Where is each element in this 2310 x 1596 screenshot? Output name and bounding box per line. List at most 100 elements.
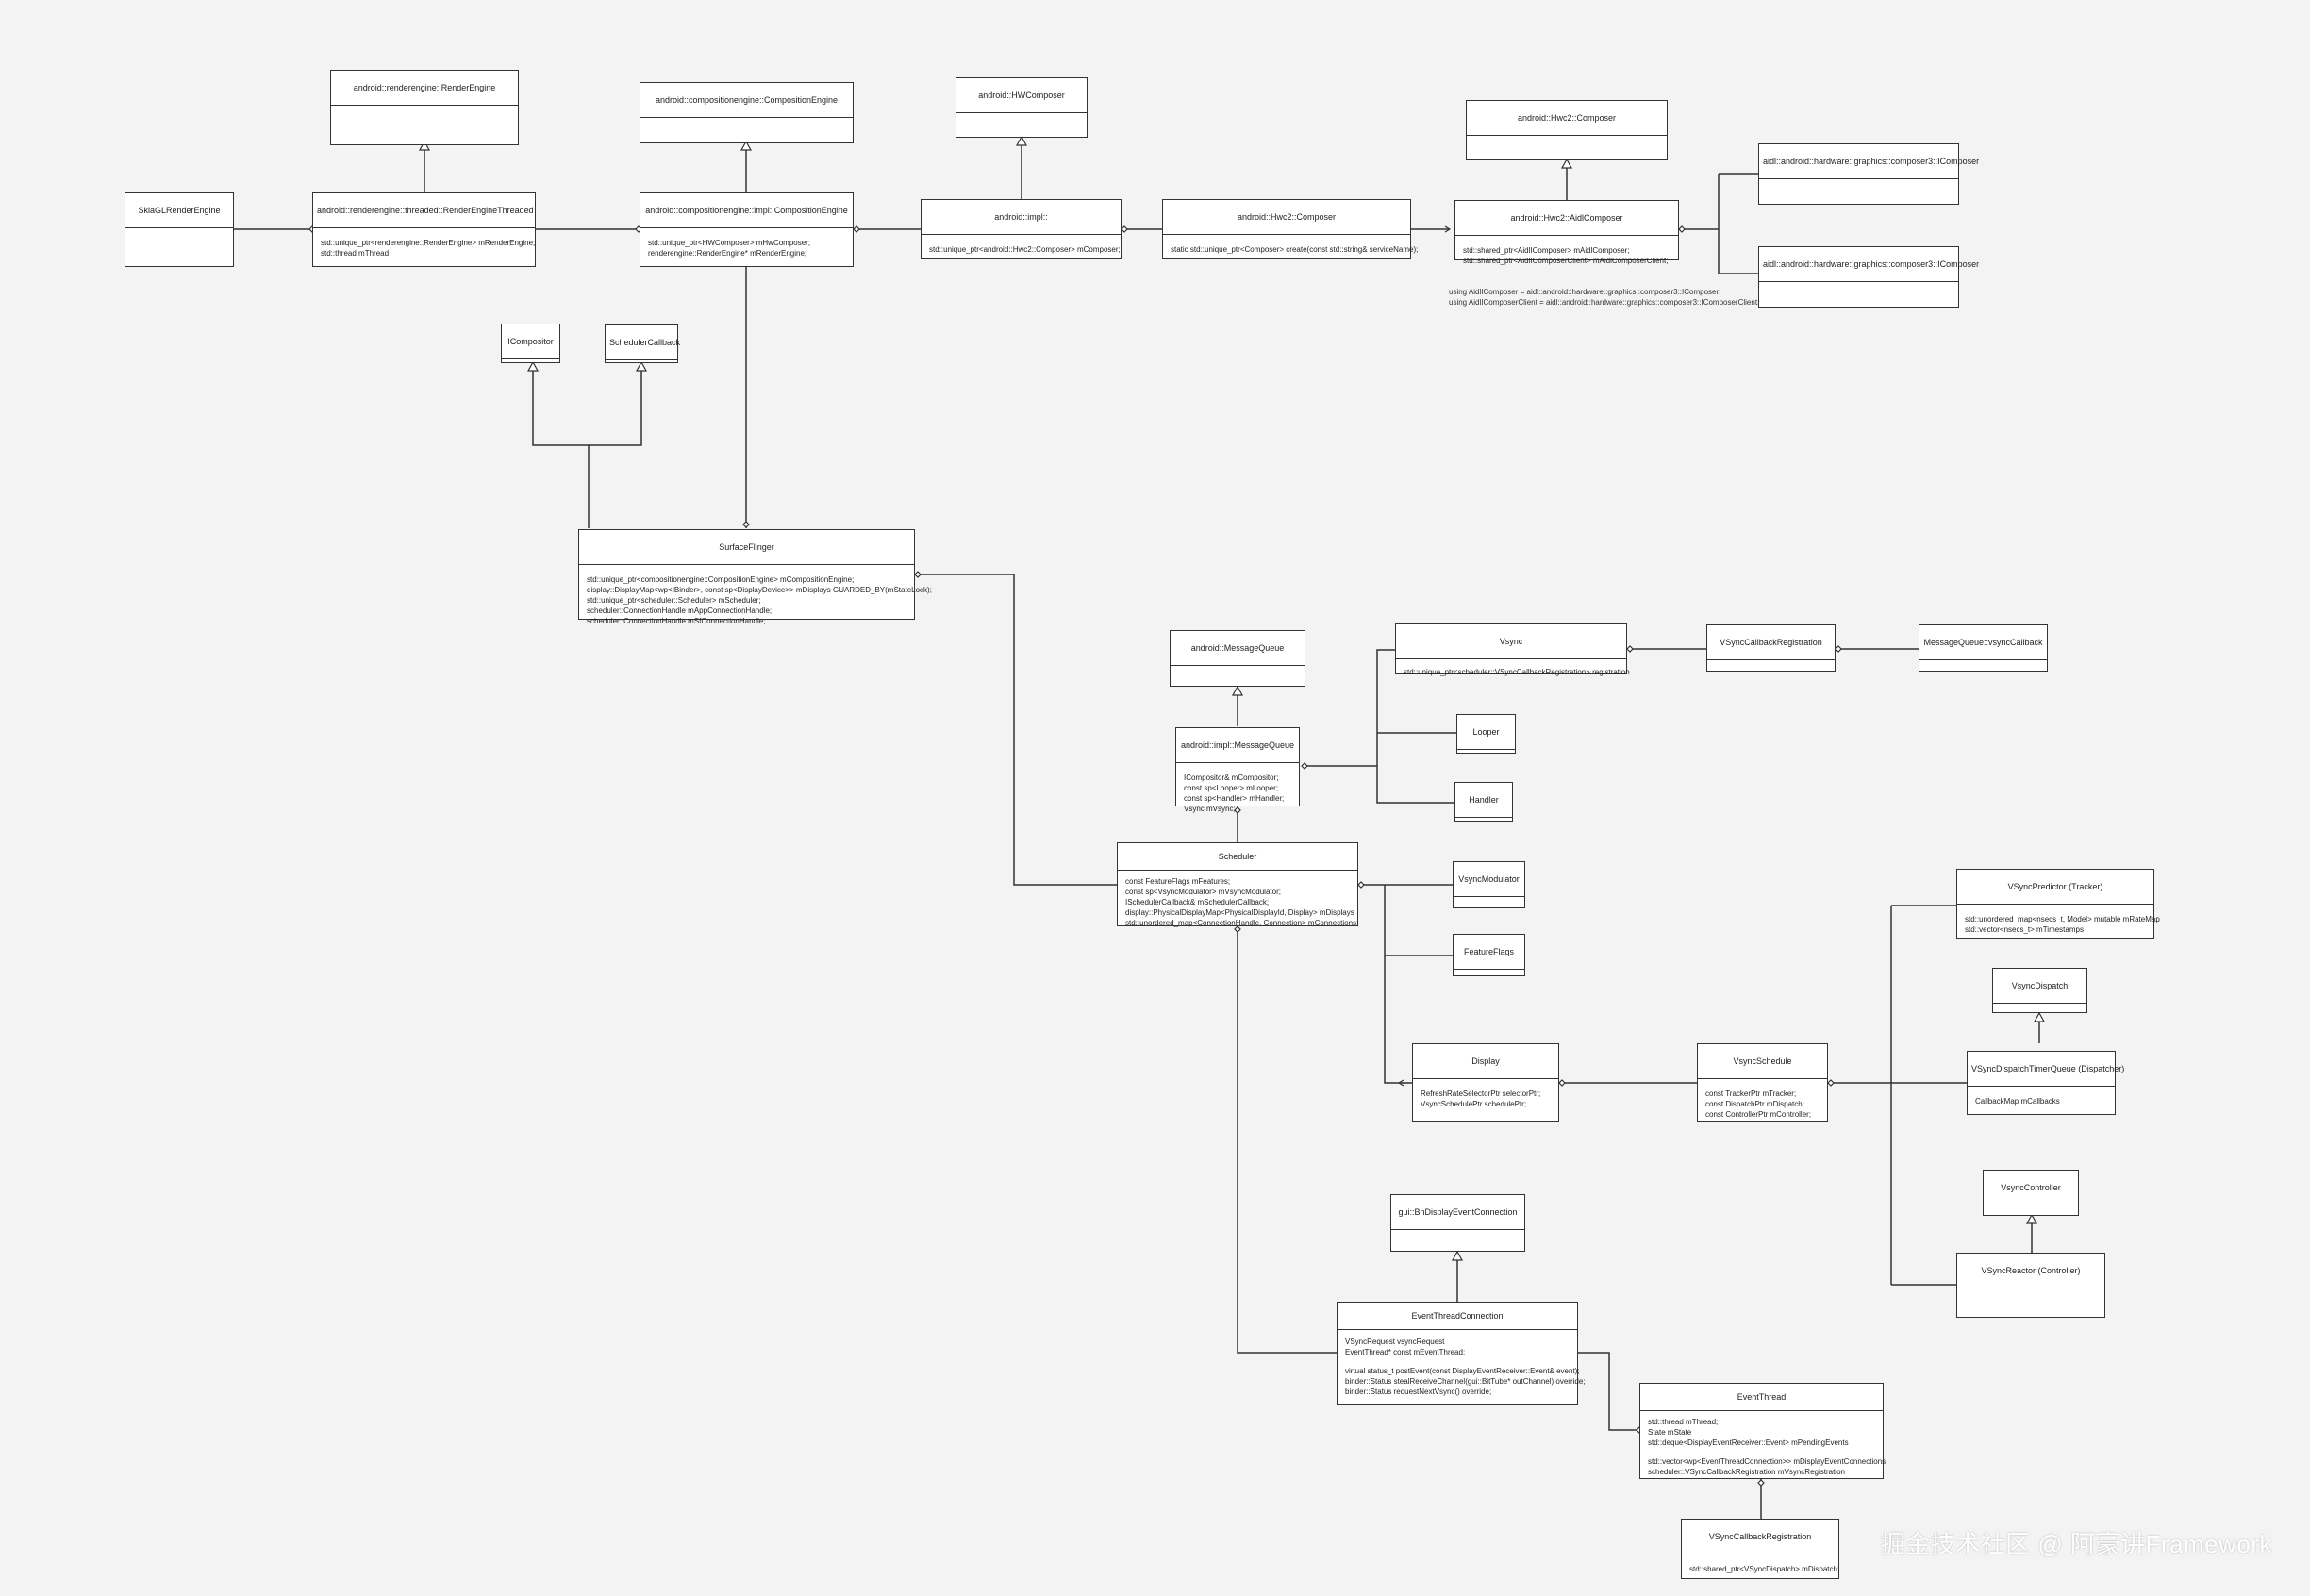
class-hwc2-composer-factory: android::Hwc2::Composer static std::uniq… [1162, 199, 1418, 259]
class-name: android::renderengine::threaded::RenderE… [313, 193, 535, 228]
class-name: SkiaGLRenderEngine [125, 193, 233, 228]
class-vsyncreactor: VSyncReactor (Controller) [1956, 1253, 2105, 1318]
class-name: android::HWComposer [956, 78, 1087, 113]
class-aidlcomposer: android::Hwc2::AidlComposer std::shared_… [1454, 200, 1679, 265]
assoc-scheduler-display [1384, 956, 1412, 1084]
note-line: using AidlIComposer = aidl::android::har… [1449, 288, 1721, 296]
class-name: aidl::android::hardware::graphics::compo… [1759, 144, 1979, 179]
attribute: std::shared_ptr<AidlIComposer> mAidlComp… [1463, 246, 1630, 255]
class-attributes: std::shared_ptr<AidlIComposer> mAidlComp… [1455, 236, 1678, 275]
attribute: Vsync mVsync; [1184, 805, 1236, 813]
class-aidl-icomposer-2: aidl::android::hardware::graphics::compo… [1758, 246, 1979, 308]
assoc-scheduler-flags [1384, 885, 1453, 956]
attribute: const sp<Looper> mLooper; [1184, 784, 1279, 792]
class-vsyncmodulator: VsyncModulator [1453, 861, 1525, 908]
attribute: display::PhysicalDisplayMap<PhysicalDisp… [1125, 908, 1354, 917]
attribute: VsyncSchedulePtr schedulePtr; [1421, 1100, 1527, 1108]
attribute: display::DisplayMap<wp<IBinder>, const s… [587, 586, 932, 594]
attribute: std::vector<nsecs_t> mTimestamps [1965, 925, 2084, 934]
class-name: VSyncPredictor (Tracker) [1957, 870, 2153, 905]
class-display: Display RefreshRateSelectorPtr selectorP… [1412, 1043, 1559, 1122]
aidl-alias-note: using AidlIComposer = aidl::android::har… [1449, 287, 1759, 308]
class-name: android::MessageQueue [1171, 631, 1305, 666]
class-vsyncschedule: VsyncSchedule const TrackerPtr mTracker;… [1697, 1043, 1828, 1122]
class-vsync: Vsync std::unique_ptr<scheduler::VSyncCa… [1395, 623, 1630, 676]
class-name: EventThreadConnection [1338, 1303, 1577, 1330]
class-attributes: std::unique_ptr<renderengine::RenderEngi… [313, 228, 535, 268]
class-name: Looper [1457, 715, 1515, 750]
attribute: static std::unique_ptr<Composer> create(… [1171, 245, 1419, 254]
class-vsyncdispatchtimerqueue: VSyncDispatchTimerQueue (Dispatcher) Cal… [1967, 1051, 2124, 1116]
class-messagequeue-vsynccallback: MessageQueue::vsyncCallback [1919, 624, 2048, 672]
class-attributes: std::unique_ptr<compositionengine::Compo… [579, 565, 932, 636]
attribute: std::unique_ptr<renderengine::RenderEngi… [321, 239, 536, 247]
class-name: android::Hwc2::Composer [1163, 200, 1410, 235]
assoc-schedule-children [1828, 905, 1967, 1286]
class-name: VsyncModulator [1454, 862, 1524, 897]
attribute: ISchedulerCallback& mSchedulerCallback; [1125, 898, 1270, 906]
class-skiaglrenderengine: SkiaGLRenderEngine [125, 192, 234, 267]
class-looper: Looper [1456, 714, 1516, 754]
watermark: 掘金技术社区 @ 阿豪讲Framework [1880, 1530, 2272, 1558]
class-attributes: ICompositor& mCompositor; const sp<Loope… [1176, 763, 1299, 823]
class-hwc2-composer: android::Hwc2::Composer [1466, 100, 1668, 160]
class-vsynccallbackregistration-1: VSyncCallbackRegistration [1706, 624, 1836, 672]
class-name: aidl::android::hardware::graphics::compo… [1759, 247, 1979, 282]
attribute: VSyncRequest vsyncRequest [1345, 1338, 1445, 1346]
attribute: std::unique_ptr<scheduler::Scheduler> mS… [587, 596, 761, 605]
attribute: binder::Status stealReceiveChannel(gui::… [1345, 1377, 1586, 1386]
attribute: const FeatureFlags mFeatures; [1125, 877, 1231, 886]
class-impl-hwcomposer: android::impl:: std::unique_ptr<android:… [921, 199, 1122, 259]
attribute: const DispatchPtr mDispatch; [1705, 1100, 1804, 1108]
class-name: android::impl:: [922, 200, 1121, 235]
class-name: MessageQueue::vsyncCallback [1919, 625, 2047, 660]
attribute: const ControllerPtr mController; [1705, 1110, 1812, 1119]
attribute: std::deque<DisplayEventReceiver::Event> … [1648, 1438, 1849, 1447]
attribute: scheduler::ConnectionHandle mAppConnecti… [587, 607, 773, 615]
assoc-etc-eventthread [1578, 1352, 1639, 1431]
class-attributes: std::unordered_map<nsecs_t, Model> mutab… [1957, 905, 2160, 944]
class-renderenginethreaded: android::renderengine::threaded::RenderE… [312, 192, 536, 267]
class-attributes: static std::unique_ptr<Composer> create(… [1163, 235, 1419, 264]
class-vsyncdispatch: VsyncDispatch [1992, 968, 2087, 1013]
class-renderengine: android::renderengine::RenderEngine [330, 70, 519, 145]
attribute: scheduler::VSyncCallbackRegistration mVs… [1648, 1468, 1845, 1476]
class-attributes: std::unique_ptr<android::Hwc2::Composer>… [922, 235, 1121, 264]
class-vsynccontroller: VsyncController [1983, 1170, 2079, 1216]
class-vsynccallbackregistration-2: VSyncCallbackRegistration std::shared_pt… [1681, 1519, 1839, 1579]
note-line: using AidlIComposerClient = aidl::androi… [1449, 298, 1760, 307]
attribute: scheduler::ConnectionHandle mSfConnectio… [587, 617, 766, 625]
attribute: CallbackMap mCallbacks [1975, 1097, 2060, 1106]
class-name: android::compositionengine::CompositionE… [640, 83, 853, 118]
class-messagequeue-interface: android::MessageQueue [1170, 630, 1305, 687]
class-attributes: std::unique_ptr<HWComposer> mHwComposer;… [640, 228, 853, 268]
attribute: std::unordered_map<ConnectionHandle, Con… [1125, 919, 1359, 927]
class-name: android::Hwc2::Composer [1467, 101, 1667, 136]
class-name: VSyncCallbackRegistration [1682, 1520, 1838, 1554]
class-featureflags: FeatureFlags [1453, 934, 1525, 976]
attribute: binder::Status requestNextVsync() overri… [1345, 1388, 1492, 1396]
class-name: FeatureFlags [1454, 935, 1524, 970]
class-compositionengine-impl: android::compositionengine::impl::Compos… [640, 192, 854, 267]
attribute: std::unique_ptr<HWComposer> mHwComposer; [648, 239, 811, 247]
attribute: std::shared_ptr<VSyncDispatch> mDispatch… [1689, 1565, 1840, 1573]
attribute: std::unique_ptr<compositionengine::Compo… [587, 575, 855, 584]
class-name: VsyncController [1984, 1171, 2078, 1205]
class-attributes: CallbackMap mCallbacks [1968, 1087, 2115, 1116]
class-name: android::renderengine::RenderEngine [331, 71, 518, 106]
attribute: std::thread mThread [321, 249, 390, 258]
attribute: const sp<Handler> mHandler; [1184, 794, 1285, 803]
assoc-sf-scheduler [915, 574, 1117, 886]
class-name: VsyncSchedule [1698, 1044, 1827, 1079]
attribute: std::thread mThread; [1648, 1418, 1719, 1426]
class-messagequeue-impl: android::impl::MessageQueue ICompositor&… [1175, 727, 1300, 813]
attribute: const sp<VsyncModulator> mVsyncModulator… [1125, 888, 1281, 896]
class-name: Handler [1455, 783, 1512, 818]
class-attributes: RefreshRateSelectorPtr selectorPtr; Vsyn… [1413, 1079, 1558, 1119]
attribute: virtual status_t postEvent(const Display… [1345, 1367, 1580, 1375]
class-name: VSyncCallbackRegistration [1707, 625, 1835, 660]
class-compositionengine-interface: android::compositionengine::CompositionE… [640, 82, 854, 143]
class-name: VSyncDispatchTimerQueue (Dispatcher) [1968, 1052, 2124, 1087]
class-name: Vsync [1396, 624, 1626, 659]
attribute: std::vector<wp<EventThreadConnection>> m… [1648, 1457, 1886, 1466]
